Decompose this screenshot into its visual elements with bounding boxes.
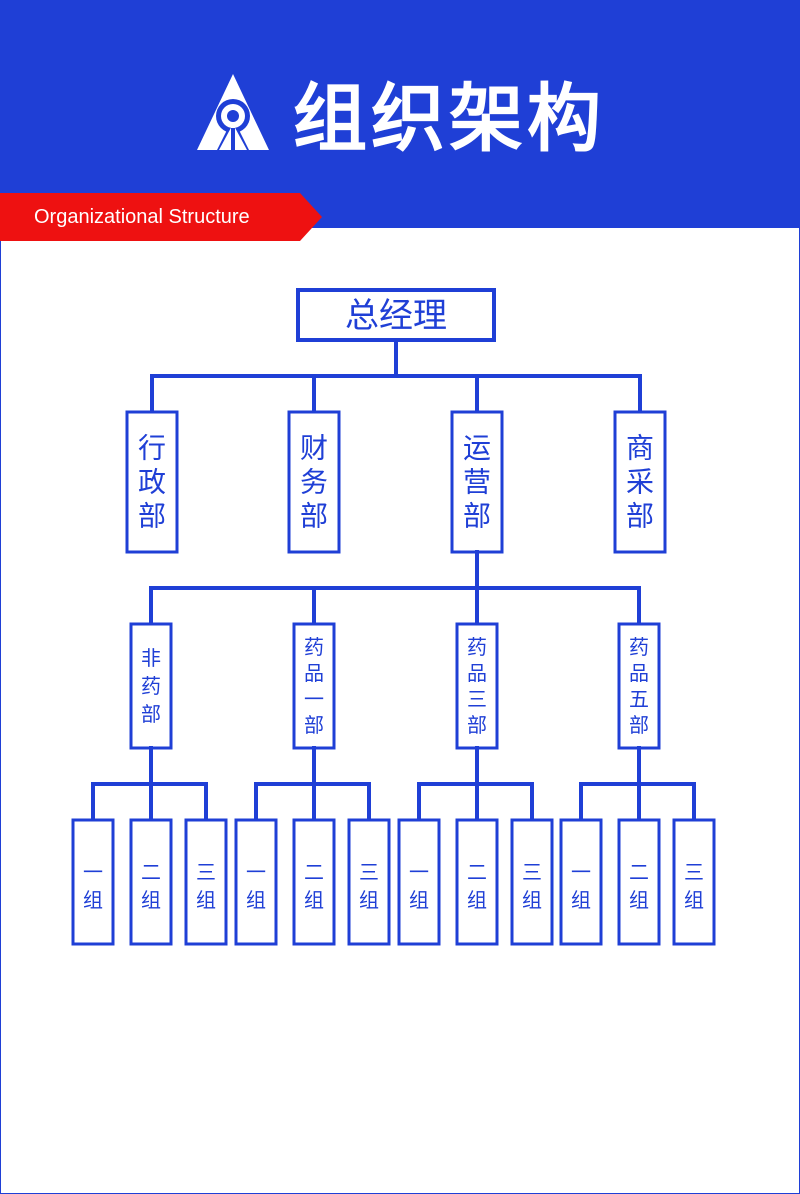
subdepartment-node-label: 药品三部 — [467, 635, 487, 737]
group-node — [71, 818, 115, 946]
department-node-label: 财务部 — [300, 432, 328, 533]
subtitle-ribbon: Organizational Structure — [0, 193, 322, 241]
pen-nib-logo-icon — [197, 74, 269, 150]
department-node — [125, 410, 179, 554]
page-title: 组织架构 — [293, 75, 605, 162]
group-node — [455, 818, 499, 946]
subdepartment-node-label: 药品一部 — [304, 635, 324, 737]
department-node-label: 运营部 — [463, 432, 491, 533]
subdepartment-node-label: 非药部 — [141, 646, 161, 726]
department-node — [450, 410, 504, 554]
department-node — [287, 410, 341, 554]
group-node — [617, 818, 661, 946]
group-node-label: 三组 — [522, 860, 542, 912]
group-node — [184, 818, 228, 946]
department-node-label: 行政部 — [138, 432, 166, 533]
group-node — [672, 818, 716, 946]
group-node-label: 一组 — [409, 860, 429, 912]
group-node-label: 二组 — [629, 860, 649, 912]
group-node — [292, 818, 336, 946]
group-node-label: 三组 — [684, 860, 704, 912]
group-node-label: 二组 — [304, 860, 324, 912]
department-node — [613, 410, 667, 554]
group-node-label: 三组 — [359, 860, 379, 912]
subdepartment-node — [455, 622, 499, 750]
group-node-label: 一组 — [83, 860, 103, 912]
group-node — [510, 818, 554, 946]
department-node-label: 商采部 — [626, 432, 654, 533]
subdepartment-node-label: 药品五部 — [629, 635, 649, 737]
root-node-label: 总经理 — [345, 296, 447, 336]
subtitle-text: Organizational Structure — [34, 206, 250, 228]
group-node-label: 二组 — [467, 860, 487, 912]
group-node-label: 一组 — [571, 860, 591, 912]
group-node — [397, 818, 441, 946]
group-node-label: 三组 — [196, 860, 216, 912]
title-block: 组织架构 — [0, 52, 800, 172]
group-node — [347, 818, 391, 946]
group-node-label: 一组 — [246, 860, 266, 912]
group-node — [559, 818, 603, 946]
header-banner: 组织架构 Organizational Structure — [0, 0, 800, 241]
group-node — [129, 818, 173, 946]
group-node — [234, 818, 278, 946]
group-node-label: 二组 — [141, 860, 161, 912]
